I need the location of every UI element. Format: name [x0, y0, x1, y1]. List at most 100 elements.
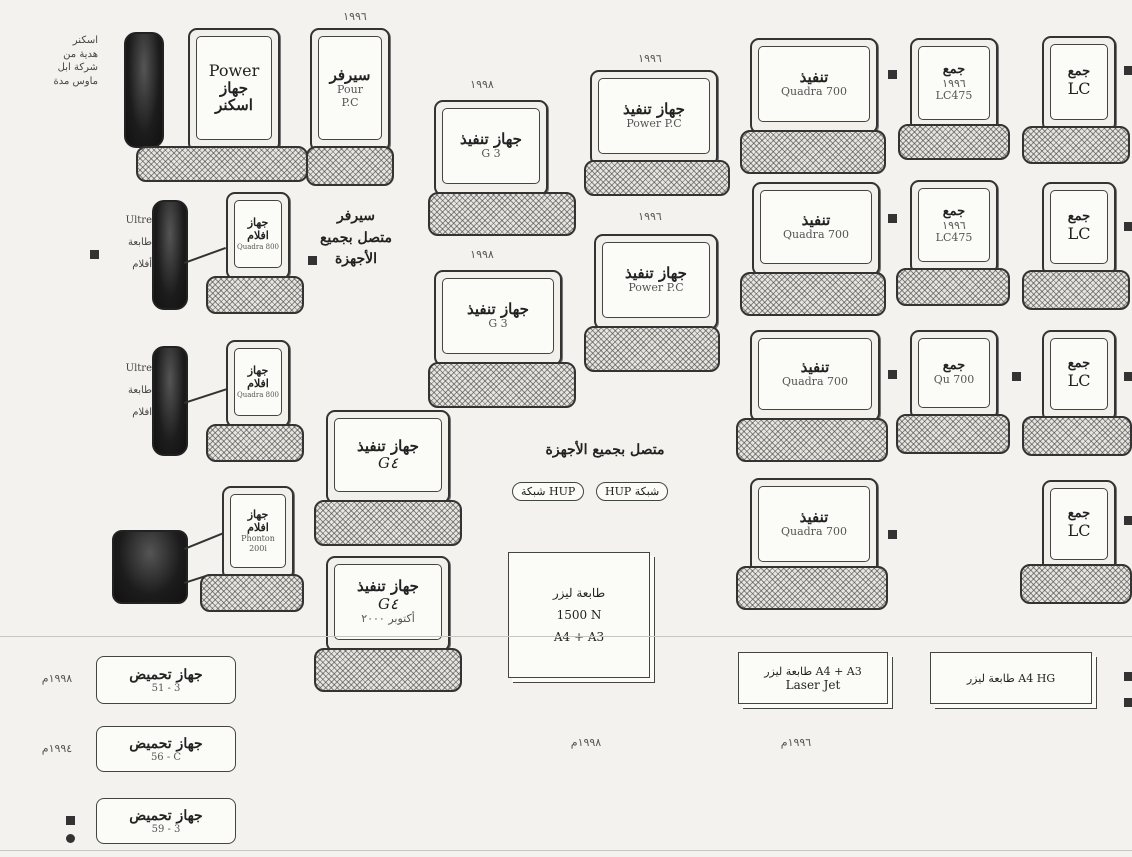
- typeset-computer: جمع ١٩٩٦ LC475: [910, 38, 998, 132]
- crop-device-line: جهاز تحميض: [129, 807, 203, 824]
- scanner-caption: اسكنر هدية من شركة ابل ماوس مدة: [52, 34, 98, 88]
- computer-line: أكتوبر ٢٠٠٠: [361, 611, 415, 625]
- computer-line: جمع: [1067, 356, 1091, 372]
- computer-line: جمع: [942, 358, 966, 374]
- computer-line: LC: [1067, 371, 1091, 391]
- exec-g4-computer: جهاز تنفيذ G٤ أكتوبر ٢٠٠٠: [326, 556, 450, 652]
- crop-device-line: جهاز تحميض: [129, 666, 203, 683]
- computer-line: ١٩٩٦: [942, 76, 966, 90]
- exec-g3-computer: جهاز تنفيذ G 3: [434, 270, 562, 366]
- crop-device-line: 51 - 3: [151, 682, 181, 694]
- computer-line: Quadra 800: [236, 390, 279, 399]
- film-printer-tower: [112, 530, 188, 604]
- keyboard: [136, 146, 308, 182]
- computer-line: ١٩٩٦: [942, 218, 966, 232]
- computer-line: جمع: [1067, 506, 1091, 522]
- cable: [184, 246, 226, 264]
- keyboard: [206, 424, 304, 462]
- computer-line: سيرفر: [329, 65, 371, 84]
- network-title: متصل بجميع الأجهزة: [545, 442, 665, 458]
- printer-label-line: افلام: [132, 407, 152, 418]
- printer-line: A4 + A3: [553, 630, 605, 644]
- printer-label-line: أفلام: [132, 259, 152, 270]
- computer-line: G٤: [377, 454, 399, 472]
- keyboard: [896, 414, 1010, 454]
- computer-line: Power P.C: [626, 117, 682, 131]
- computer-line: تنفيذ: [799, 68, 829, 87]
- crop-device-line: جهاز تحميض: [129, 735, 203, 752]
- typeset-computer: جمع Qu 700: [910, 330, 998, 420]
- exec-g4-computer: جهاز تنفيذ G٤: [326, 410, 450, 504]
- computer-line: Quadra 700: [780, 525, 847, 539]
- computer-line: تنفيذ: [799, 508, 829, 527]
- computer-line: LC475: [935, 231, 973, 245]
- exec-quadra-computer: تنفيذ Quadra 700: [750, 38, 878, 134]
- computer-line: جهاز تنفيذ: [357, 436, 419, 455]
- computer-line: افلام: [247, 376, 269, 390]
- computer-line: جهاز تنفيذ: [467, 300, 529, 319]
- year-label: ١٩٩٦م: [780, 736, 812, 749]
- connector-square: [1012, 372, 1021, 381]
- keyboard: [306, 146, 394, 186]
- keyboard: [736, 418, 888, 462]
- computer-line: G 3: [488, 317, 508, 331]
- year-label: ١٩٩٨: [470, 248, 494, 261]
- computer-line: LC: [1067, 224, 1091, 244]
- year-label: ١٩٩٨م: [570, 736, 602, 749]
- connector-square: [1124, 672, 1132, 681]
- divider: [0, 636, 1132, 637]
- computer-line: جهاز: [247, 364, 269, 378]
- keyboard: [206, 276, 304, 314]
- keyboard: [584, 160, 730, 196]
- keyboard: [428, 362, 576, 408]
- exec-power-computer: جهاز تنفيذ Power P.C: [594, 234, 718, 330]
- film-computer: جهاز افلام Quadra 800: [226, 192, 290, 280]
- computer-line: جمع: [1067, 64, 1091, 80]
- crop-device: جهاز تحميض 59 - 3: [96, 798, 236, 844]
- printer-line: طابعة ليزر A4 + A3: [764, 664, 862, 678]
- printer-line: طابعة ليزر A4 HG: [966, 671, 1056, 685]
- connector-square: [1124, 372, 1132, 381]
- connector-square: [888, 370, 897, 379]
- computer-line: Power P.C: [628, 281, 684, 295]
- server-computer: سيرفر Pour P.C: [310, 28, 390, 152]
- computer-line: Quadra 700: [780, 85, 847, 99]
- crop-device: جهاز تحميض 56 - C: [96, 726, 236, 772]
- computer-line: جهاز تنفيذ: [623, 100, 685, 119]
- connector-square: [308, 256, 317, 265]
- keyboard: [896, 268, 1010, 306]
- keyboard: [1022, 416, 1132, 456]
- connector-square: [888, 530, 897, 539]
- connector-square: [888, 214, 897, 223]
- year-label: ١٩٩٦: [638, 210, 662, 223]
- keyboard: [584, 326, 720, 372]
- scanner-tower: [124, 32, 164, 148]
- year-label: ١٩٩٨: [470, 78, 494, 91]
- caption-line: شركة ابل: [57, 62, 98, 73]
- keyboard: [740, 130, 886, 174]
- printer-line: طابعة ليزر: [552, 586, 606, 600]
- keyboard: [200, 574, 304, 612]
- connector-square: [1124, 66, 1132, 75]
- caption-line: هدية من: [63, 48, 98, 60]
- server-label-line: متصل بجميع: [319, 229, 393, 246]
- computer-line: اسكنر: [215, 96, 253, 115]
- keyboard: [428, 192, 576, 236]
- cable: [184, 388, 227, 404]
- connector-square: [1124, 516, 1132, 525]
- connector-dot: [66, 834, 75, 843]
- typeset-lc-computer: جمع LC: [1042, 330, 1116, 422]
- film-computer: جهاز افلام Quadra 800: [226, 340, 290, 428]
- computer-line: تنفيذ: [801, 211, 831, 230]
- computer-line: Pour: [337, 82, 363, 96]
- exec-power-computer: جهاز تنفيذ Power P.C: [590, 70, 718, 166]
- computer-line: Quadra 700: [781, 375, 848, 389]
- year-label: ١٩٩٦: [638, 52, 662, 65]
- typeset-lc-computer: جمع LC: [1042, 480, 1116, 572]
- caption-line: ماوس مدة: [53, 75, 98, 87]
- year-label: ١٩٩٤م: [41, 742, 73, 755]
- server-label-line: سيرفر: [336, 208, 376, 224]
- laser-printer-laserjet: طابعة ليزر A4 + A3 Laser Jet: [738, 652, 888, 704]
- connector-square: [888, 70, 897, 79]
- typeset-lc-computer: جمع LC: [1042, 36, 1116, 132]
